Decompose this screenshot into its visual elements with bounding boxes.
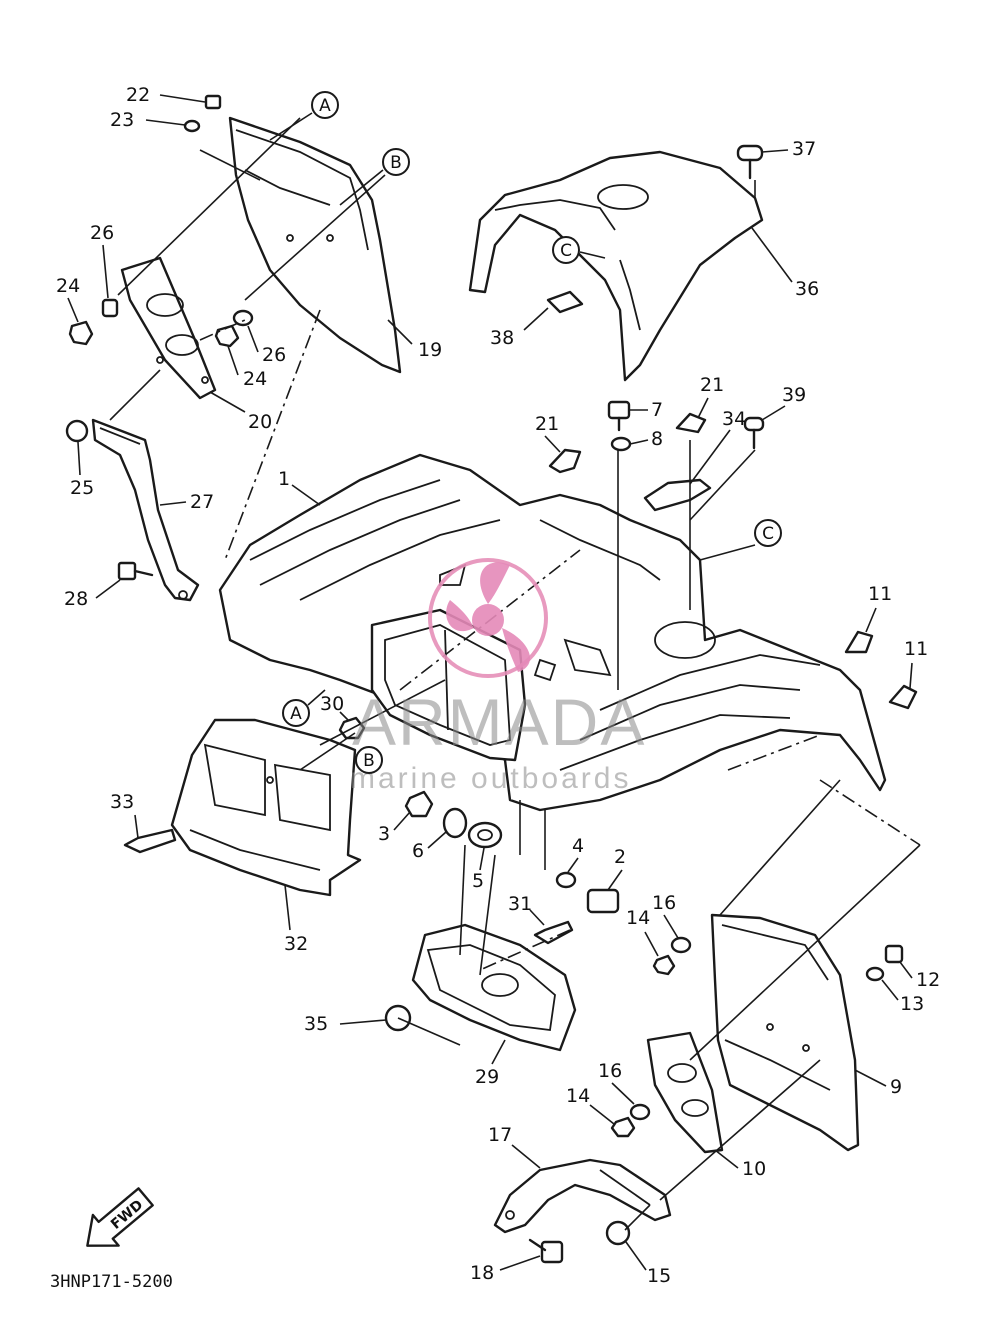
label-5: 5 [472,870,484,892]
label-38: 38 [490,327,514,349]
part-32-headlight-bezel [170,718,362,897]
svg-text:C: C [560,241,572,261]
svg-text:B: B [390,153,402,173]
label-9: 9 [890,1076,902,1098]
ref-marker-a-fender: A [282,689,326,727]
label-3: 3 [378,823,390,845]
part-17-lower-stay [493,1158,672,1234]
armada-watermark-logo [428,558,548,678]
part-34-pad [643,478,712,512]
label-18: 18 [470,1262,494,1284]
part-27-stay-bracket [91,418,200,602]
svg-text:B: B [363,751,375,771]
ref-marker-a-top: A [269,91,339,141]
label-10: 10 [742,1158,766,1180]
part-labels: 22 23 26 24 26 24 19 20 25 27 28 1 38 37… [56,84,940,1287]
label-15: 15 [647,1265,671,1287]
label-36: 36 [795,278,819,300]
label-16-lower: 16 [598,1060,622,1082]
label-6: 6 [412,840,424,862]
label-11-lower: 11 [904,638,928,660]
fasteners [65,94,918,1264]
part-29-headlight-case [411,923,577,1052]
label-32: 32 [284,933,308,955]
label-24-right: 24 [243,368,267,390]
label-14-upper: 14 [626,907,650,929]
label-19: 19 [418,339,442,361]
label-26-left: 26 [90,222,114,244]
label-2: 2 [614,846,626,868]
label-7: 7 [651,399,663,421]
assembly-lines [109,117,921,1231]
label-39: 39 [782,384,806,406]
svg-text:C: C [762,524,774,544]
label-8: 8 [651,428,663,450]
label-21-left: 21 [535,413,559,435]
label-37: 37 [792,138,816,160]
label-33: 33 [110,791,134,813]
label-4: 4 [572,835,584,857]
label-20: 20 [248,411,272,433]
part-20-bracket-plate [120,256,217,400]
label-1: 1 [278,468,290,490]
label-34: 34 [722,408,746,430]
label-27: 27 [190,491,214,513]
ref-marker-c-cover: C [552,236,606,264]
ref-marker-b-top: B [339,148,410,206]
part-36-headlight-cover [468,150,764,382]
label-35: 35 [304,1013,328,1035]
label-26-right: 26 [262,344,286,366]
label-24-left: 24 [56,275,80,297]
label-30: 30 [320,693,344,715]
label-12: 12 [916,969,940,991]
label-21-right: 21 [700,374,724,396]
label-31: 31 [508,893,532,915]
label-16-upper: 16 [652,892,676,914]
ref-marker-c-fender: C [754,519,782,547]
label-28: 28 [64,588,88,610]
svg-text:A: A [319,96,331,116]
label-29: 29 [475,1066,499,1088]
watermark-brand: ARMADA [352,685,646,759]
part-10-lower-bracket-plate [646,1031,724,1154]
label-23: 23 [110,109,134,131]
label-17: 17 [488,1124,512,1146]
label-25: 25 [70,477,94,499]
label-11-upper: 11 [868,583,892,605]
label-14-lower: 14 [566,1085,590,1107]
fwd-arrow-icon: FWD [86,1187,154,1247]
label-22: 22 [126,84,150,106]
ref-marker-b-fender: B [355,746,383,774]
watermark-tagline: marine outboards [350,762,631,795]
label-13: 13 [900,993,924,1015]
diagram-code: 3HNP171-5200 [50,1272,173,1292]
part-19-inner-panel [228,116,402,374]
part-1-front-fender [218,453,887,812]
svg-text:A: A [290,704,302,724]
part-9-lower-flap [710,913,860,1152]
